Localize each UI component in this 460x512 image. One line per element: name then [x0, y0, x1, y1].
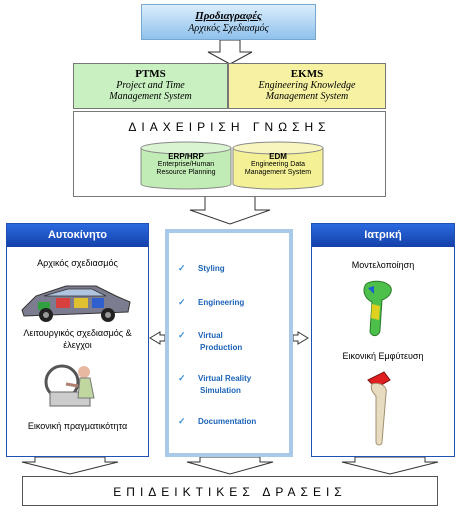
ekms-title: EKMS	[290, 68, 324, 80]
ptms-line1: Project and Time	[116, 80, 185, 91]
medical-header: Ιατρική	[312, 224, 454, 247]
edm-cylinder	[232, 141, 324, 190]
auto-initial-design-label: Αρχικός σχεδιασμός	[37, 258, 118, 268]
activity-item-engineering: ✓ Engineering	[178, 292, 244, 310]
demonstration-actions-box: ΕΠΙΔΕΙΚΤΙΚΕΣ ΔΡΑΣΕΙΣ	[22, 476, 438, 506]
automotive-panel: Αυτοκίνητο	[6, 223, 149, 457]
edm-line1: Engineering Data	[250, 161, 306, 168]
activity-label: Virtual Reality	[198, 374, 252, 383]
erp-line1: Enterprise/Human	[157, 161, 215, 168]
erp-title: ERP/HRP	[168, 152, 204, 161]
check-icon: ✓	[178, 373, 186, 383]
activity-label: Engineering	[198, 298, 245, 307]
specifications-box: Προδιαγραφές Αρχικός Σχεδιασμός	[141, 4, 316, 40]
ptms-title: PTMS	[135, 68, 166, 80]
activity-label-line2: Production	[200, 343, 243, 352]
activity-label: Styling	[198, 264, 225, 273]
implant-image	[367, 371, 391, 446]
arrow-left-center	[149, 331, 166, 345]
check-icon: ✓	[178, 297, 186, 307]
activity-label: Documentation	[198, 417, 257, 426]
arrow-knowledge-down	[189, 195, 271, 225]
vr-driver-image	[44, 364, 95, 407]
center-activities-panel	[165, 229, 293, 457]
medical-virtual-implant-label: Εικονική Εμφύτευση	[342, 351, 424, 361]
check-icon: ✓	[178, 263, 186, 273]
knowledge-title: ΔΙΑΧΕΙΡΙΣΗ ΓΝΩΣΗΣ	[128, 120, 331, 134]
car-image	[21, 285, 131, 322]
activity-item-documentation: ✓ Documentation	[178, 411, 256, 429]
automotive-header: Αυτοκίνητο	[7, 224, 148, 247]
edm-title: EDM	[269, 152, 287, 161]
ekms-line1: Engineering Knowledge	[258, 80, 356, 91]
arrow-bottom-left	[21, 456, 119, 475]
arrow-right-center	[292, 331, 309, 345]
auto-functional-design-label: Λειτουργικός σχεδιασμός &	[23, 328, 132, 338]
arrow-bottom-right	[341, 456, 439, 475]
activity-item-styling: ✓ Styling	[178, 258, 225, 276]
bone-model-image	[363, 280, 392, 337]
medical-modeling-label: Μοντελοποίηση	[351, 260, 415, 270]
specifications-title: Προδιαγραφές	[195, 10, 262, 22]
erp-label: ERP/HRP Enterprise/Human Resource Planni…	[140, 152, 232, 177]
activity-label: Virtual	[198, 331, 223, 340]
medical-panel: Ιατρική	[311, 223, 455, 457]
erp-line2: Resource Planning	[156, 169, 216, 176]
arrow-top-down	[207, 39, 253, 65]
ptms-box: PTMS Project and Time Management System	[73, 63, 228, 109]
erp-cylinder	[140, 141, 232, 190]
ptms-line2: Management System	[109, 91, 192, 102]
activity-label-line2: Simulation	[200, 386, 241, 395]
activity-item-vr-simulation: ✓ Virtual Reality Simulation	[178, 368, 288, 396]
auto-tests-label: έλεγχοι	[63, 340, 92, 350]
specifications-subtitle: Αρχικός Σχεδιασμός	[188, 23, 269, 34]
arrow-bottom-center	[186, 456, 274, 475]
ekms-box: EKMS Engineering Knowledge Management Sy…	[228, 63, 386, 109]
auto-virtual-reality-label: Εικονική πραγματικότητα	[27, 421, 128, 431]
check-icon: ✓	[178, 330, 186, 340]
edm-line2: Management System	[244, 169, 312, 176]
ekms-line2: Management System	[265, 91, 349, 102]
edm-label: EDM Engineering Data Management System	[232, 152, 324, 177]
check-icon: ✓	[178, 416, 186, 426]
activity-item-virtual-production: ✓ Virtual Production	[178, 325, 288, 353]
